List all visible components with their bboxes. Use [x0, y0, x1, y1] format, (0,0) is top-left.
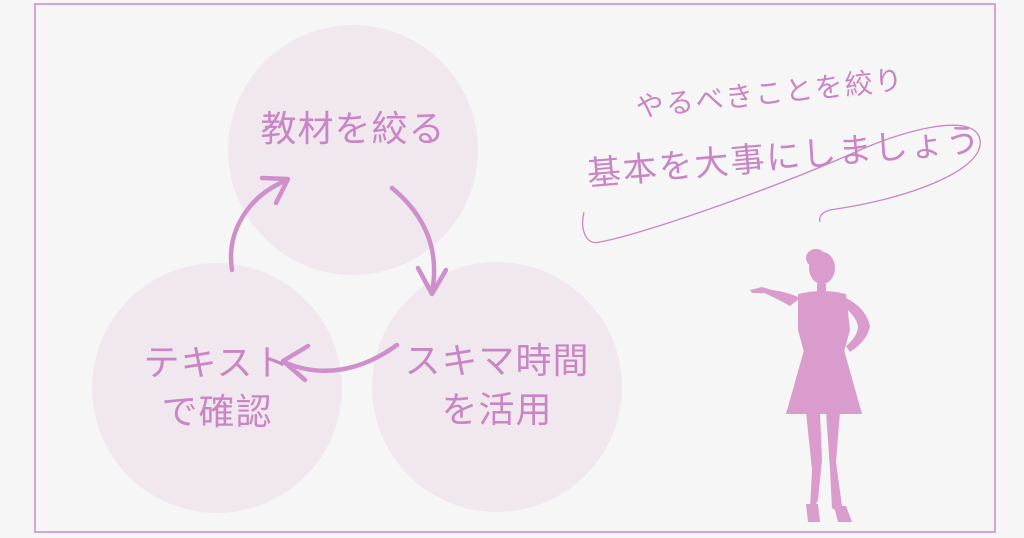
cycle-label-left: テキスト で確認	[92, 340, 342, 437]
cycle-label-right-line1: スキマ時間	[404, 341, 590, 382]
cycle-label-right-line2: を活用	[441, 389, 553, 431]
arrow-left-to-top	[228, 175, 291, 273]
cycle-label-right: スキマ時間 を活用	[372, 338, 622, 435]
cycle-circle-left	[92, 263, 342, 513]
cycle-circle-right	[372, 262, 622, 512]
speech-bubble-outline	[582, 124, 981, 244]
cycle-circle-top	[228, 25, 478, 275]
cycle-label-top-line1: 教材を絞る	[260, 109, 446, 150]
cycle-label-left-line2: で確認	[161, 391, 273, 433]
woman-silhouette	[750, 249, 870, 522]
arrow-right-to-left	[280, 342, 400, 383]
cycle-label-left-line1: テキスト	[143, 343, 291, 384]
outer-frame	[34, 3, 996, 533]
cycle-label-top: 教材を絞る	[228, 106, 478, 155]
arrow-top-to-right	[389, 185, 449, 297]
